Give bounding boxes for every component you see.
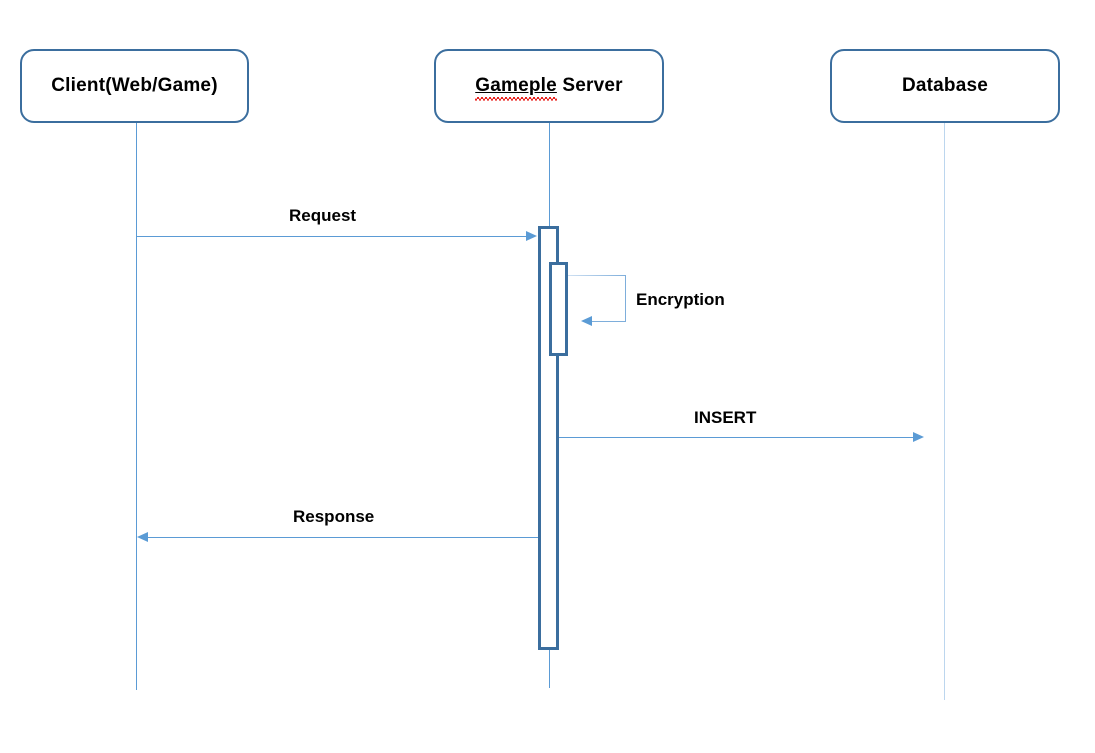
lifeline-database (944, 123, 945, 700)
arrowhead-request (526, 231, 537, 241)
spell-error-word: Gameple (475, 75, 557, 101)
message-label-response: Response (293, 507, 375, 526)
arrowhead-response (137, 532, 148, 542)
message-line-insert (559, 437, 914, 438)
activation-bar-server-inner (549, 262, 568, 356)
message-label-encryption: Encryption (636, 290, 725, 309)
arrowhead-encryption (581, 316, 592, 326)
participant-server[interactable]: Gameple Server (434, 49, 664, 123)
self-message-line-encryption-right (625, 275, 626, 322)
participant-client-label: Client(Web/Game) (51, 75, 218, 96)
participant-client[interactable]: Client(Web/Game) (20, 49, 249, 123)
message-line-request (136, 236, 526, 237)
participant-server-label: Gameple Server (475, 75, 623, 101)
participant-database[interactable]: Database (830, 49, 1060, 123)
participant-server-label-rest: Server (556, 75, 623, 96)
message-line-response (148, 537, 538, 538)
self-message-line-encryption-bottom (592, 321, 626, 322)
participant-database-label: Database (901, 75, 989, 96)
message-label-insert: INSERT (694, 408, 757, 427)
message-label-request: Request (289, 206, 357, 225)
self-message-line-encryption-top (568, 275, 626, 276)
lifeline-client (136, 123, 137, 690)
arrowhead-insert (913, 432, 924, 442)
